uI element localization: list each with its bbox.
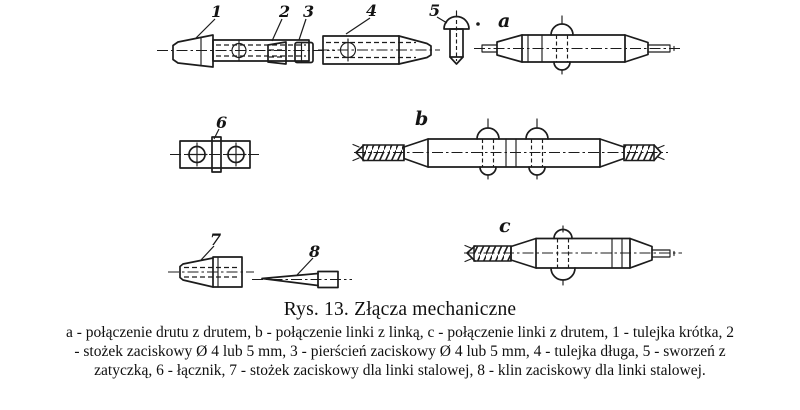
part-8-label: 8 [308, 242, 320, 261]
part-5-drawing: 5 [429, 1, 470, 65]
figure-caption-line-3: zatyczką, 6 - łącznik, 7 - stożek zacisk… [94, 361, 706, 379]
assembly-a-label: a [498, 10, 510, 32]
assembly-b-drawing [352, 118, 668, 180]
part-3-drawing: 3 [294, 2, 314, 64]
part-2-drawing: 2 [267, 2, 290, 65]
assembly-b-label: b [415, 108, 428, 130]
part-8-drawing: 8 [252, 242, 352, 289]
assembly-c-label: c [499, 215, 511, 237]
ink-dot [476, 22, 480, 26]
part-3-label: 3 [303, 2, 314, 21]
part-4-label: 4 [366, 1, 377, 20]
part-1-drawing: 1 [157, 2, 335, 68]
part-6-label: 6 [216, 113, 227, 132]
part-2-label: 2 [278, 2, 290, 21]
part-7-drawing: 7 [168, 230, 254, 288]
figure-title: Rys. 13. Złącza mechaniczne [283, 299, 517, 320]
part-5-label: 5 [429, 1, 440, 20]
assembly-a-drawing [474, 15, 682, 75]
figure-caption: a - połączenie drutu z drutem, b - połąc… [0, 324, 800, 380]
figure-drawing: 1 2 3 4 [157, 1, 682, 289]
part-6-drawing: 6 [170, 113, 262, 173]
part-1-label: 1 [211, 2, 222, 21]
assembly-c-drawing [464, 225, 682, 286]
part-4-drawing: 4 [318, 1, 440, 65]
figure-caption-line-2: - stożek zaciskowy Ø 4 lub 5 mm, 3 - pie… [74, 342, 726, 360]
figure-caption-line-1: a - połączenie drutu z drutem, b - połąc… [66, 324, 734, 341]
part-7-label: 7 [210, 230, 221, 249]
